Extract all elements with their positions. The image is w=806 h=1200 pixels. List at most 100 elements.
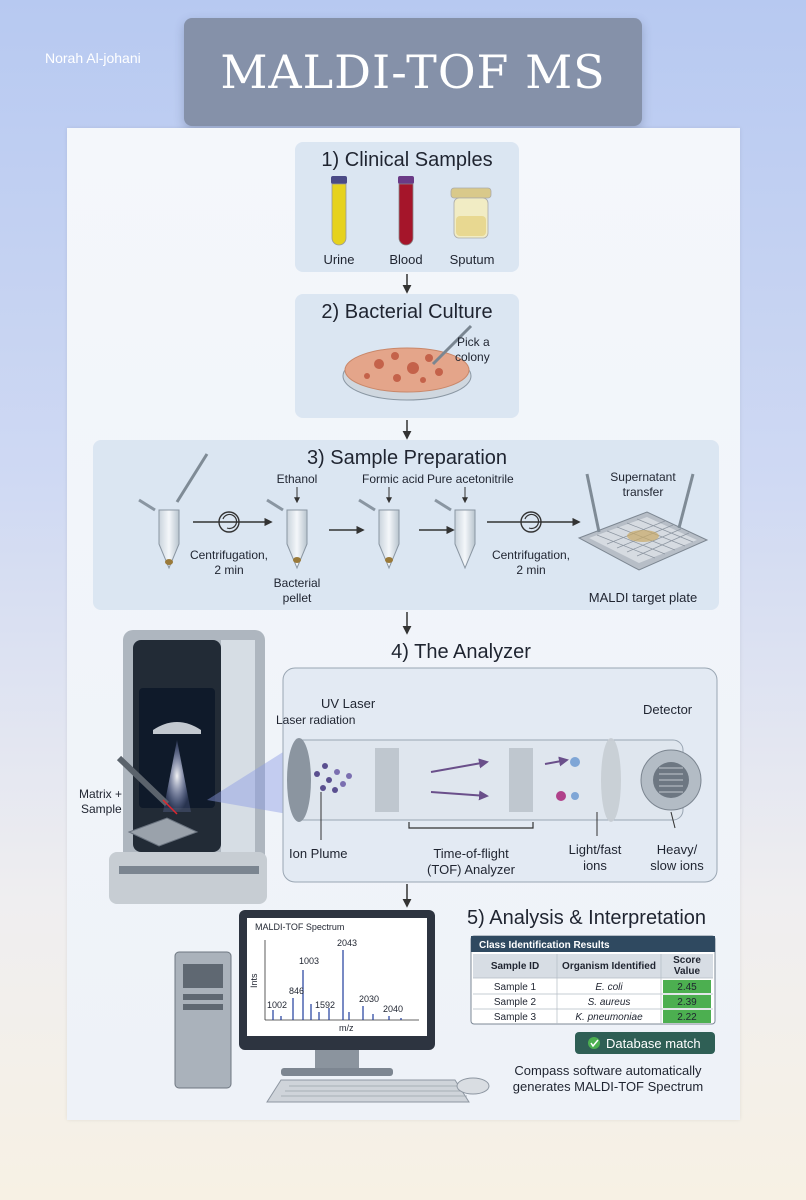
pipette-left-icon bbox=[585, 473, 601, 533]
row2-organism: S. aureus bbox=[588, 997, 631, 1008]
sample-blood: Blood bbox=[389, 252, 422, 267]
matrix-label-2: Sample bbox=[81, 802, 122, 816]
table-row: Sample 2 S. aureus 2.39 bbox=[494, 995, 711, 1008]
supernatant-label-2: transfer bbox=[623, 485, 664, 499]
step3-title: 3) Sample Preparation bbox=[307, 447, 507, 469]
footer-line-2: generates MALDI-TOF Spectrum bbox=[513, 1079, 704, 1094]
light-ions-label-1: Light/fast bbox=[569, 842, 622, 857]
row1-id: Sample 1 bbox=[494, 982, 537, 993]
pick-colony-1: Pick a bbox=[457, 335, 490, 349]
supernatant-label-1: Supernatant bbox=[610, 470, 676, 484]
spectrum-xlabel: m/z bbox=[339, 1023, 354, 1033]
col-organism: Organism Identified bbox=[562, 961, 656, 972]
blood-tube-icon bbox=[398, 176, 414, 246]
sample-sputum: Sputum bbox=[450, 252, 495, 267]
centrifuge-2-label: Centrifugation, bbox=[492, 548, 570, 562]
tof-bracket bbox=[408, 822, 534, 829]
monitor-icon bbox=[239, 910, 435, 1076]
pellet-label-1: Bacterial bbox=[274, 576, 321, 590]
author-name: Norah Al-johani bbox=[45, 50, 141, 66]
loop-tool-icon bbox=[431, 324, 473, 366]
table-row: Sample 3 K. pneumoniae 2.22 bbox=[494, 1010, 711, 1023]
ion-arrow-2 bbox=[430, 790, 489, 801]
col-sample-id: Sample ID bbox=[491, 961, 539, 972]
check-icon bbox=[590, 1039, 599, 1048]
poster: 1) Clinical Samples Urine Blood Sputum 2… bbox=[67, 128, 740, 1120]
peak-label-2043: 2043 bbox=[337, 938, 357, 948]
step2-title: 2) Bacterial Culture bbox=[321, 301, 492, 323]
tube-2-icon bbox=[266, 498, 308, 570]
tube-1-icon bbox=[138, 498, 180, 570]
petri-dish-icon bbox=[342, 347, 472, 401]
light-ions-label-2: ions bbox=[583, 858, 607, 873]
mouse-icon bbox=[456, 1077, 490, 1095]
peak-label-1002: 1002 bbox=[267, 1000, 287, 1010]
tof-label-1: Time-of-flight bbox=[433, 846, 509, 861]
title-banner: MALDI-TOF MS bbox=[184, 18, 642, 126]
row2-id: Sample 2 bbox=[494, 997, 537, 1008]
detector-label: Detector bbox=[643, 702, 693, 717]
target-plate-label: MALDI target plate bbox=[589, 590, 697, 605]
heavy-ions-label-1: Heavy/ bbox=[657, 842, 698, 857]
light-ion-2-icon bbox=[571, 792, 579, 800]
footer-line-1: Compass software automatically bbox=[514, 1063, 702, 1078]
centrifuge-1-label: Centrifugation, bbox=[190, 548, 268, 562]
workflow-diagram: 1) Clinical Samples Urine Blood Sputum 2… bbox=[79, 142, 719, 1103]
pellet-label-2: pellet bbox=[283, 591, 312, 605]
heavy-ions-label-2: slow ions bbox=[650, 858, 704, 873]
peak-label-1003: 1003 bbox=[299, 956, 319, 966]
maldi-target-plate-icon bbox=[577, 511, 709, 571]
peak-label-2030: 2030 bbox=[359, 994, 379, 1004]
pipette-icon bbox=[175, 453, 209, 503]
row1-score: 2.45 bbox=[677, 982, 697, 993]
table-row: Sample 1 E. coli 2.45 bbox=[494, 980, 711, 993]
centrifuge-2-time: 2 min bbox=[516, 563, 545, 577]
results-table: Class Identification Results Sample ID O… bbox=[470, 935, 716, 1025]
laser-radiation-label: Laser radiation bbox=[276, 713, 355, 727]
row3-id: Sample 3 bbox=[494, 1012, 537, 1023]
spectrum-chart: MALDI-TOF Spectrum Ints m/z 2043 1003 84… bbox=[249, 922, 419, 1033]
row2-score: 2.39 bbox=[677, 997, 697, 1008]
peak-label-2040: 2040 bbox=[383, 1004, 403, 1014]
sputum-cup-icon bbox=[450, 187, 492, 239]
centrifuge-1-time: 2 min bbox=[214, 563, 243, 577]
heavy-ion-icon bbox=[556, 791, 566, 801]
tof-label-2: (TOF) Analyzer bbox=[427, 862, 516, 877]
peak-label-846: 846 bbox=[289, 986, 304, 996]
step1-title: 1) Clinical Samples bbox=[321, 149, 492, 171]
light-ion-icon bbox=[570, 757, 580, 767]
ion-arrow-1 bbox=[430, 758, 489, 773]
matrix-label-1: Matrix + bbox=[79, 787, 122, 801]
row3-organism: K. pneumoniae bbox=[575, 1012, 643, 1023]
heavy-ions-leader bbox=[670, 811, 676, 829]
sample-urine: Urine bbox=[323, 252, 354, 267]
database-match-badge: Database match bbox=[575, 1032, 715, 1054]
spectrum-title: MALDI-TOF Spectrum bbox=[255, 922, 344, 932]
step5-title: 5) Analysis & Interpretation bbox=[467, 907, 706, 929]
pipette-right-icon bbox=[677, 473, 695, 529]
ion-plume-icon bbox=[314, 763, 352, 793]
row3-score: 2.22 bbox=[677, 1012, 697, 1023]
col-score: Score bbox=[673, 955, 701, 966]
step1-panel: 1) Clinical Samples Urine Blood Sputum bbox=[295, 142, 519, 272]
database-match-text: Database match bbox=[606, 1036, 701, 1051]
table-title: Class Identification Results bbox=[479, 940, 610, 951]
urine-tube-icon bbox=[331, 176, 347, 246]
step4-title: 4) The Analyzer bbox=[391, 641, 531, 663]
laser-beam-icon bbox=[162, 799, 178, 815]
row1-organism: E. coli bbox=[595, 982, 623, 993]
page-title: MALDI-TOF MS bbox=[220, 45, 606, 99]
computer-tower-icon bbox=[174, 951, 232, 1089]
analyzer-panel: UV Laser Laser radiation Detector Ion Pl… bbox=[276, 667, 718, 883]
pick-colony-2: colony bbox=[455, 350, 490, 364]
ion-arrow-3 bbox=[544, 756, 569, 767]
peak-label-1592: 1592 bbox=[315, 1000, 335, 1010]
acetonitrile-label: Pure acetonitrile bbox=[427, 472, 514, 486]
tube-4-icon bbox=[434, 498, 476, 570]
ethanol-label: Ethanol bbox=[277, 472, 318, 486]
spectrum-ylabel: Ints bbox=[249, 973, 259, 988]
laser-emitter-icon bbox=[116, 755, 170, 807]
formic-label: Formic acid bbox=[362, 472, 424, 486]
keyboard-icon bbox=[266, 1079, 470, 1103]
step3-panel: 3) Sample Preparation Centrifugation, 2 … bbox=[93, 440, 719, 610]
